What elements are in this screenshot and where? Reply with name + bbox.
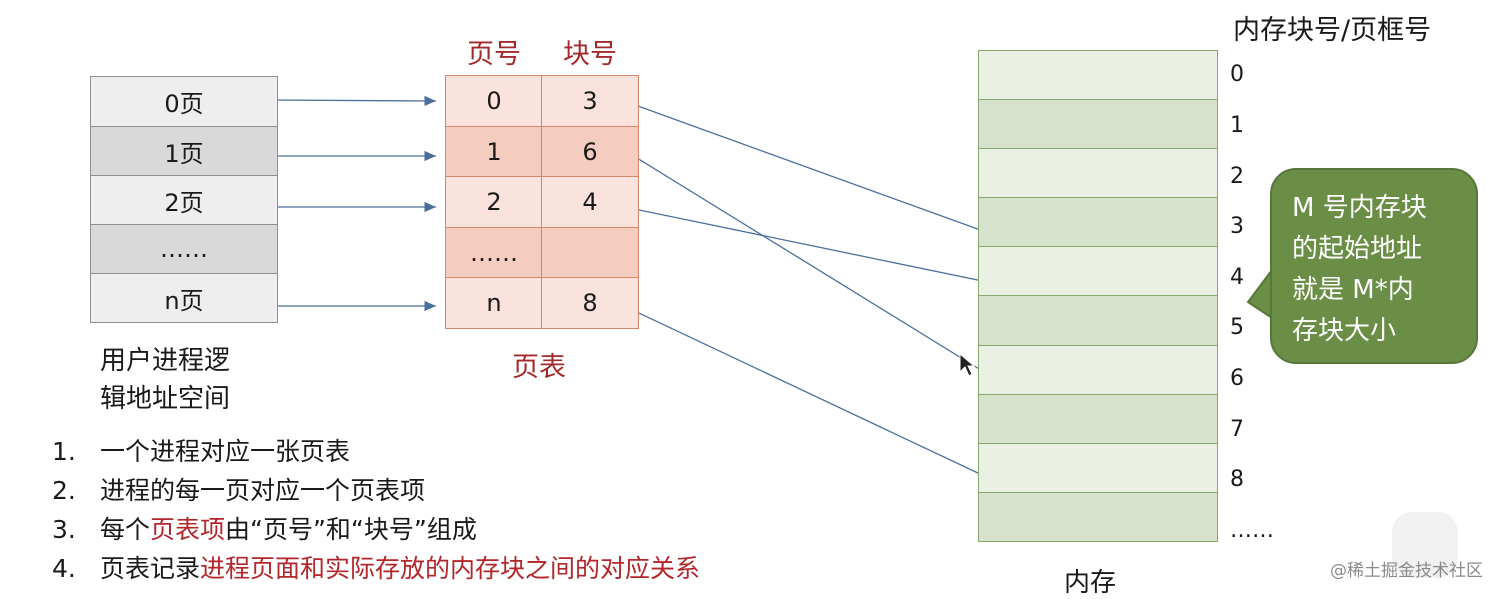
watermark-text: @稀土掘金技术社区 — [1330, 561, 1483, 581]
block-number: 5 — [1230, 315, 1244, 340]
memory-block — [978, 99, 1218, 150]
page-cell-2: 2页 — [90, 176, 278, 225]
memory-block — [978, 344, 1218, 396]
page-table-header: 页号 块号 — [446, 32, 638, 71]
user-address-space: 0页 1页 2页 …… n页 — [90, 76, 278, 323]
memory-block — [978, 295, 1218, 347]
note-item: 3. 每个页表项由“页号”和“块号”组成 — [52, 515, 477, 544]
block-number: …… — [1230, 518, 1274, 543]
block-number: 3 — [1230, 214, 1244, 239]
memory-block — [978, 393, 1218, 445]
block-number: 4 — [1230, 265, 1244, 290]
memory-blocks — [978, 50, 1218, 543]
page-table-row: 2 4 — [445, 176, 639, 229]
notes-list: 1. 一个进程对应一张页表 2. 进程的每一页对应一个页表项 3. 每个页表项由… — [52, 432, 700, 588]
block-number: 2 — [1230, 164, 1244, 189]
arrow-block-8 — [623, 305, 998, 483]
callout-bubble — [1270, 168, 1478, 364]
page-cell-ellipsis: …… — [90, 225, 278, 274]
note-item: 2. 进程的每一页对应一个页表项 — [52, 476, 426, 505]
block-no-cell: 8 — [541, 277, 639, 330]
page-table-caption: 页表 — [512, 352, 566, 383]
arrow-block-6 — [623, 149, 998, 381]
arrow-block-3 — [623, 100, 998, 237]
page-table-row: 0 3 — [445, 75, 639, 128]
page-no-cell: 1 — [445, 125, 543, 178]
block-no-cell: 3 — [541, 75, 639, 128]
memory-title: 内存块号/页框号 — [1233, 15, 1432, 46]
header-block-no: 块号 — [563, 39, 617, 70]
page-table-row: …… — [445, 226, 639, 279]
page-table-row: n 8 — [445, 277, 639, 330]
memory-block — [978, 246, 1218, 297]
block-number: 0 — [1230, 62, 1244, 87]
page-table: 0 3 1 6 2 4 …… n 8 — [445, 75, 639, 330]
note-item: 1. 一个进程对应一张页表 — [52, 437, 351, 466]
page-cell-1: 1页 — [90, 127, 278, 176]
page-no-cell: 2 — [445, 176, 543, 229]
block-number: 8 — [1230, 467, 1244, 492]
block-number: 6 — [1230, 366, 1244, 391]
page-table-row: 1 6 — [445, 125, 639, 178]
memory-block — [978, 148, 1218, 199]
block-number: 1 — [1230, 113, 1244, 138]
arrow-page-0 — [269, 95, 437, 107]
memory-block — [978, 442, 1218, 494]
memory-block — [978, 197, 1218, 248]
block-no-cell: 4 — [541, 176, 639, 229]
memory-block — [978, 50, 1218, 101]
page-cell-0: 0页 — [90, 76, 278, 127]
user-address-space-caption: 用户进程逻 辑地址空间 — [100, 346, 231, 414]
watermark-logo-icon — [1392, 512, 1458, 578]
page-no-cell: 0 — [445, 75, 543, 128]
memory-block — [978, 491, 1218, 543]
page-no-cell: n — [445, 277, 543, 330]
block-no-cell: 6 — [541, 125, 639, 178]
mouse-cursor-icon — [959, 352, 976, 377]
block-no-cell — [541, 226, 639, 279]
page-cell-n: n页 — [90, 274, 278, 323]
block-number: 7 — [1230, 417, 1244, 442]
header-page-no: 页号 — [467, 39, 521, 70]
callout-text: M 号内存块 的起始地址 就是 M*内 存块大小 — [1292, 193, 1427, 346]
memory-caption: 内存 — [1064, 568, 1117, 598]
arrow-block-4 — [619, 205, 998, 287]
page-no-cell: …… — [445, 226, 543, 279]
note-item: 4. 页表记录进程页面和实际存放的内存块之间的对应关系 — [52, 554, 701, 583]
